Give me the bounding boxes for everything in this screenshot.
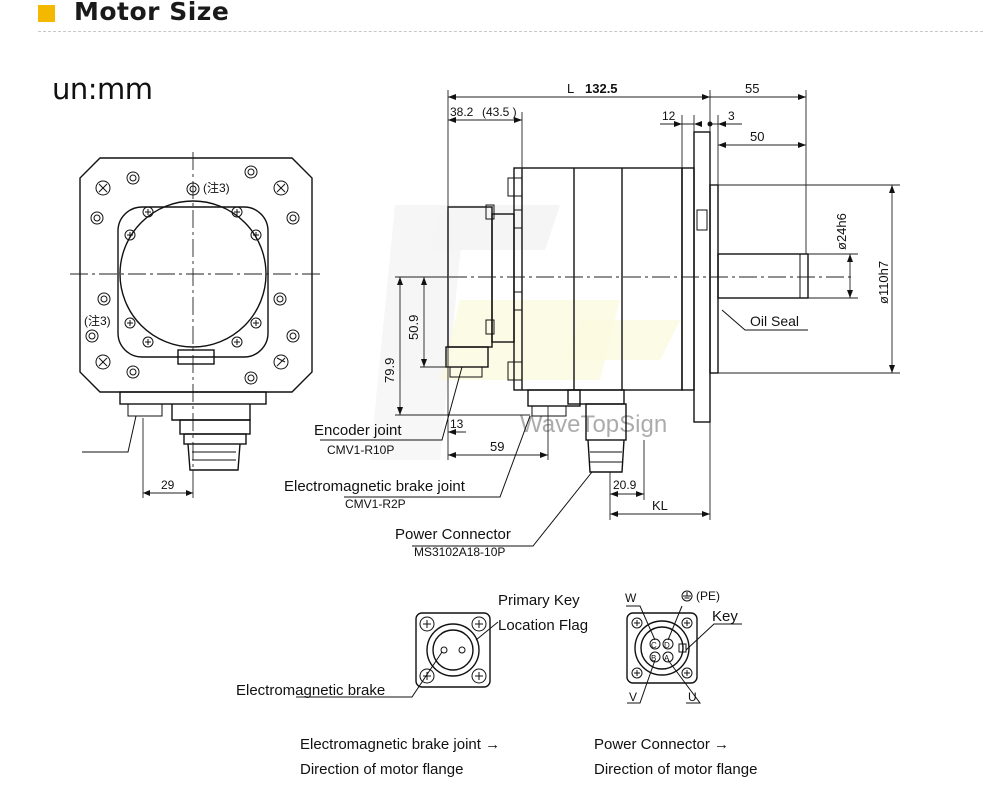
- front-note-top: (注3): [203, 180, 230, 195]
- pin-pe-label: (PE): [696, 589, 720, 603]
- header-accent-square: [38, 5, 55, 22]
- power-connector-detail: C D B A W (PE) Key V U Power Connector →…: [594, 589, 757, 778]
- dim-20-9: 20.9: [613, 478, 637, 492]
- ground-pe-icon: [681, 590, 693, 602]
- dim-13: 13: [450, 417, 464, 431]
- power-caption-line1: Power Connector →: [594, 736, 729, 753]
- pin-u-label: U: [688, 690, 697, 704]
- brake-joint-label: Electromagnetic brake joint: [284, 478, 466, 495]
- dim-43-5: (43.5 ): [482, 105, 517, 119]
- watermark-logo: WaveTopSign: [370, 205, 680, 460]
- callouts: Encoder joint CMV1-R10P Electromagnetic …: [284, 366, 593, 559]
- dim-KL: KL: [652, 498, 668, 513]
- front-note-left: (注3): [84, 313, 111, 328]
- section-header: Motor Size: [0, 0, 1000, 34]
- dim-50-9: 50.9: [406, 315, 421, 340]
- key-label: Key: [712, 608, 738, 625]
- power-caption-line2: Direction of motor flange: [594, 761, 757, 778]
- brake-joint-part: CMV1-R2P: [345, 497, 406, 511]
- dim-12: 12: [662, 109, 676, 123]
- front-dim-29: 29: [161, 478, 175, 492]
- dim-55: 55: [745, 81, 759, 96]
- dim-79-9: 79.9: [382, 358, 397, 383]
- pin-v-label: V: [629, 690, 637, 704]
- dim-50: 50: [750, 129, 764, 144]
- dim-L-prefix: L: [567, 81, 574, 96]
- encoder-joint-label: Encoder joint: [314, 422, 402, 439]
- location-flag-label: Location Flag: [498, 617, 588, 634]
- pin-c: C: [651, 641, 657, 650]
- dim-L-value: 132.5: [585, 81, 618, 96]
- brake-connector-detail: Primary Key Location Flag Electromagneti…: [236, 592, 588, 778]
- dim-59: 59: [490, 439, 504, 454]
- pin-a: A: [664, 654, 670, 663]
- brake-label: Electromagnetic brake: [236, 682, 385, 699]
- section-title: Motor Size: [74, 0, 230, 26]
- front-view: (注3) (注3) 29: [70, 152, 320, 498]
- oil-seal-label: Oil Seal: [750, 313, 799, 329]
- side-view: L 132.5 55 38.2 (43.5 ) 12 3 50 ø24h6 ø1…: [382, 81, 900, 520]
- header-divider: [38, 31, 983, 32]
- encoder-joint-part: CMV1-R10P: [327, 443, 394, 457]
- dim-flange-diameter: ø110h7: [876, 261, 891, 304]
- power-connector-part: MS3102A18-10P: [414, 545, 505, 559]
- pin-d: D: [664, 641, 670, 650]
- power-connector-label: Power Connector: [395, 526, 511, 543]
- dim-38-2: 38.2: [450, 105, 474, 119]
- pin-b: B: [651, 654, 656, 663]
- brake-caption-line2: Direction of motor flange: [300, 761, 463, 778]
- watermark-text: WaveTopSign: [520, 411, 667, 438]
- dim-shaft-diameter: ø24h6: [834, 213, 849, 250]
- primary-key-label: Primary Key: [498, 592, 580, 609]
- pin-w-label: W: [625, 591, 637, 605]
- unit-label: un:mm: [52, 72, 153, 106]
- brake-caption-line1: Electromagnetic brake joint →: [300, 736, 500, 753]
- dim-3: 3: [728, 109, 735, 123]
